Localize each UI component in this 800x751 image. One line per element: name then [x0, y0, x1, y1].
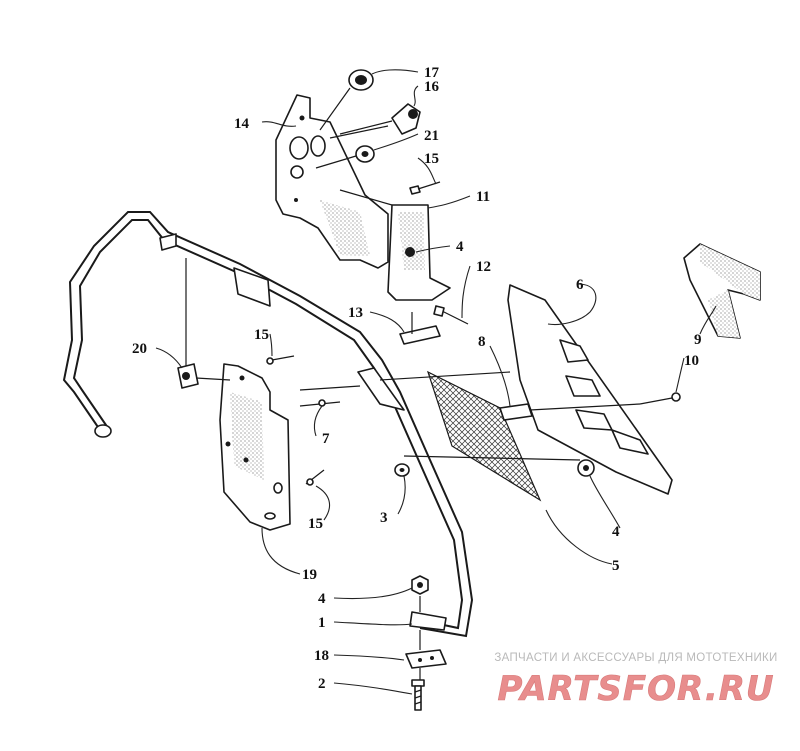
- callout-1: 1: [318, 615, 326, 631]
- left-mount-plate: [219, 363, 291, 531]
- screw-left-upper: [266, 355, 295, 365]
- tubular-bumper: [62, 211, 474, 638]
- callout-15-lower: 15: [308, 516, 323, 532]
- bolt-right: [433, 305, 469, 325]
- callout-labels: 17 16 14 21 15 11 4 12 6 9 13 15 8 10 20…: [132, 65, 702, 692]
- small-bracket: [399, 312, 441, 345]
- callout-7: 7: [322, 431, 330, 447]
- watermark-logo: PARTSFOR.RU: [497, 669, 774, 710]
- triangular-side-plate: [507, 284, 673, 495]
- callout-12: 12: [476, 259, 491, 275]
- screw-left-lower: [305, 469, 325, 486]
- nut-bottom: [411, 575, 429, 595]
- switch-plug: [339, 103, 421, 135]
- nut-upper: [355, 145, 375, 163]
- leader-lines: [155, 69, 717, 695]
- callout-18: 18: [314, 648, 329, 664]
- callout-14: 14: [234, 116, 250, 132]
- callout-9: 9: [694, 332, 702, 348]
- callout-15-left: 15: [254, 327, 269, 343]
- callout-15-top: 15: [424, 151, 439, 167]
- foam-pad: [683, 243, 761, 339]
- callout-6: 6: [576, 277, 584, 293]
- callout-11: 11: [476, 189, 490, 205]
- callout-4-bottom: 4: [318, 591, 326, 607]
- grommet: [348, 69, 374, 91]
- callout-16: 16: [424, 79, 440, 95]
- callout-19: 19: [302, 567, 317, 583]
- screw-side: [639, 392, 681, 405]
- screw-top: [409, 181, 441, 195]
- upper-mount-plate: [275, 94, 389, 269]
- backing-plate: [405, 649, 447, 669]
- watermark-logo-text: PARTSFOR.RU: [497, 669, 774, 709]
- callout-20: 20: [132, 341, 147, 357]
- watermark: ЗАПЧАСТИ И АКСЕССУАРЫ ДЛЯ МОТОТЕХНИКИ PA…: [486, 652, 786, 710]
- mesh-screen: [426, 370, 542, 502]
- assembly-lines: [195, 87, 641, 680]
- bottom-bolt: [411, 679, 425, 711]
- callout-17: 17: [424, 65, 440, 81]
- callout-21: 21: [424, 128, 439, 144]
- callout-4-right: 4: [612, 524, 620, 540]
- callout-13: 13: [348, 305, 363, 321]
- callout-5: 5: [612, 558, 620, 574]
- l-bracket: [387, 204, 451, 301]
- screw-mid: [299, 399, 341, 407]
- callout-10: 10: [684, 353, 699, 369]
- callout-4-upper: 4: [456, 239, 464, 255]
- callout-3: 3: [380, 510, 388, 526]
- nut-right: [577, 459, 595, 477]
- callout-8: 8: [478, 334, 486, 350]
- watermark-caption: ЗАПЧАСТИ И АКСЕССУАРЫ ДЛЯ МОТОТЕХНИКИ: [494, 652, 778, 664]
- tube-clamp: [177, 258, 199, 389]
- spacer-block: [499, 403, 533, 421]
- callout-2: 2: [318, 676, 326, 692]
- nut-mid: [394, 463, 410, 477]
